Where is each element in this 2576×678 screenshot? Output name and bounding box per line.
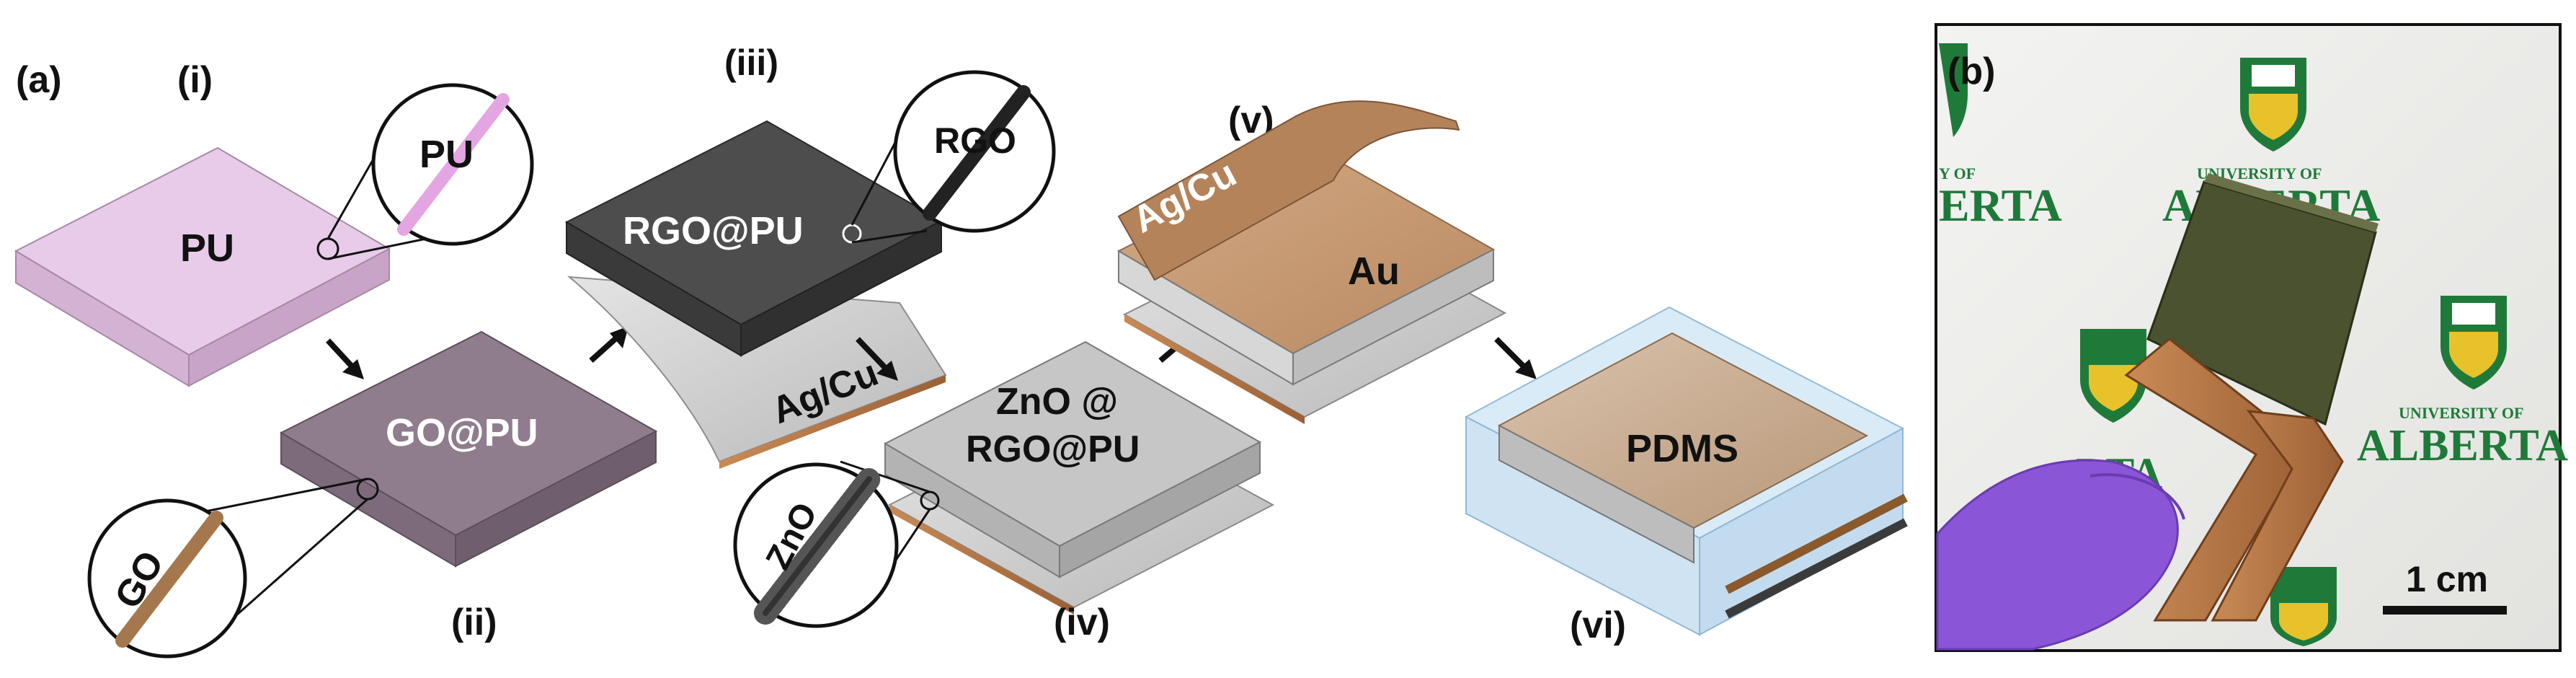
arrow-ii-to-iii: [589, 326, 629, 363]
go-layer-label: GO@PU: [386, 411, 538, 454]
step-iii-rgo-pu: (iii) Ag/Cu RGO@PU RGO: [564, 43, 1056, 469]
zno-layer-label-2: RGO@PU: [966, 428, 1140, 470]
go-zoom-line: [230, 498, 368, 622]
step-iii-numeral: (iii): [724, 43, 778, 83]
au-layer-label: Au: [1348, 250, 1400, 293]
copper-clip-right: [2211, 410, 2344, 622]
step-i-pu-sponge: (i) PU PU: [14, 59, 534, 387]
arrow-iii-to-iv: [856, 337, 898, 381]
glove-fold: [2089, 473, 2185, 520]
panel-b-photo: UNIVERSITY OF ALBERTA Y OF ERTA RTA UNIV…: [1935, 23, 2568, 652]
step-ii-numeral: (ii): [451, 602, 497, 643]
step-iv-zno-rgo-pu: ZnO @ RGO@PU ZnO (iv): [733, 340, 1275, 643]
pu-zoom-line: [327, 237, 430, 260]
ag-cu-electrode-iii: [567, 276, 947, 463]
rgo-zoom-line: [851, 229, 928, 244]
step-vi-numeral: (vi): [1570, 604, 1626, 646]
zno-layer-label-1: ZnO @: [996, 381, 1118, 423]
scale-bar-label: 1 cm: [2406, 559, 2488, 599]
rgo-layer-label: RGO@PU: [623, 209, 804, 252]
alberta-shield-icon: [1939, 43, 1968, 137]
banner-small-left: Y OF: [1939, 164, 1976, 182]
purple-glove: [1936, 459, 2179, 651]
step-ii-go-pu: GO@PU GO (ii): [87, 330, 658, 659]
device-sensor-edge: [2204, 173, 2379, 232]
banner-large-right: ALBERTA: [2357, 421, 2568, 470]
panel-a: (a) (i) PU PU GO@PU: [14, 43, 1908, 659]
pu-fiber: [397, 93, 510, 236]
au-bottom-edge: [1124, 314, 1305, 424]
rgo-zoom-label: RGO: [934, 120, 1016, 161]
go-zoom-line: [201, 477, 368, 514]
ag-cu-electrode-v: [1117, 100, 1460, 281]
banner-large-left: ERTA: [1939, 180, 2062, 231]
scale-bar: [2383, 606, 2507, 615]
au-right-face: [1292, 248, 1494, 386]
copper-clip-left: [2124, 338, 2308, 622]
panel-b-label: (b): [1947, 50, 1995, 92]
banner-small-right: UNIVERSITY OF: [2399, 404, 2523, 422]
rgo-fiber: [923, 85, 1031, 221]
pdms-device-side: [1498, 424, 1695, 564]
zno-right-face: [1059, 441, 1261, 578]
alberta-shield-icon: [2240, 58, 2306, 151]
alberta-shield-icon: [2440, 296, 2507, 389]
pu-right-face: [188, 247, 390, 387]
zno-zoom-line: [840, 460, 931, 493]
go-right-face: [455, 430, 657, 568]
alberta-shield-icon: [2080, 329, 2146, 423]
zno-electrode-edge: [889, 505, 1074, 615]
rgo-right-face: [740, 219, 942, 357]
arrow-v-to-vi: [1494, 337, 1537, 379]
pu-layer-label: PU: [180, 226, 234, 270]
alberta-shield-icon: [2270, 567, 2337, 646]
pdms-lead-copper: [1725, 493, 1908, 594]
ag-cu-edge-iii: [719, 375, 946, 469]
pdms-lead-dark: [1725, 518, 1908, 619]
step-v-au: (v) Ag/Cu Au: [1116, 100, 1507, 424]
photo-device: [1936, 173, 2379, 651]
pdms-layer-label: PDMS: [1626, 427, 1738, 470]
step-iv-numeral: (iv): [1054, 602, 1110, 643]
arrow-i-to-ii: [326, 338, 364, 379]
zno-fiber-core: [763, 476, 872, 616]
pu-zoom-label: PU: [419, 133, 474, 176]
step-i-numeral: (i): [177, 59, 213, 101]
panel-a-label: (a): [16, 59, 62, 101]
go-fiber: [115, 511, 223, 648]
step-vi-pdms: PDMS (vi): [1464, 306, 1908, 646]
